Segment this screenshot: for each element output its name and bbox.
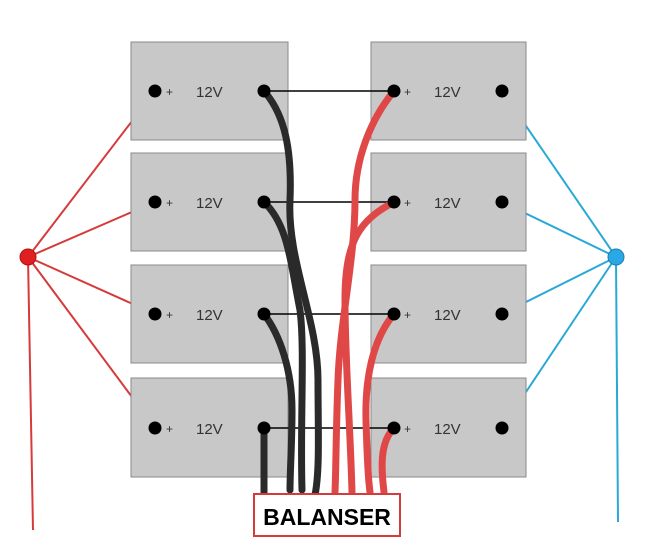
- negative-terminal: [495, 84, 509, 98]
- negative-terminal: [257, 84, 271, 98]
- negative-terminal: [257, 195, 271, 209]
- positive-terminal: [148, 307, 162, 321]
- positive-terminal: [148, 421, 162, 435]
- negative-terminal: [495, 195, 509, 209]
- positive-terminal: [387, 421, 401, 435]
- negative-terminal: [495, 307, 509, 321]
- positive-terminal: [148, 195, 162, 209]
- plus-sign: +: [404, 308, 411, 322]
- battery-voltage-label: 12V: [196, 421, 223, 438]
- negative-terminal: [257, 307, 271, 321]
- black-balance-wires: [260, 87, 322, 499]
- balancer-box: BALANSER: [253, 493, 401, 537]
- battery-voltage-label: 12V: [434, 84, 461, 101]
- battery-voltage-label: 12V: [196, 307, 223, 324]
- battery-voltage-label: 12V: [196, 84, 223, 101]
- battery-voltage-label: 12V: [434, 421, 461, 438]
- terminals: [148, 84, 509, 435]
- negative-terminal: [257, 421, 271, 435]
- battery-voltage-label: 12V: [196, 195, 223, 212]
- positive-terminal: [387, 307, 401, 321]
- battery-voltage-label: 12V: [434, 307, 461, 324]
- plus-sign: +: [404, 422, 411, 436]
- positive-junction-dot: [19, 248, 37, 266]
- positive-terminal: [387, 195, 401, 209]
- series-links: [264, 90, 394, 429]
- plus-sign: +: [166, 422, 173, 436]
- balancer-label: BALANSER: [263, 504, 391, 530]
- red-balance-wires: [331, 87, 398, 496]
- plus-sign: +: [166, 196, 173, 210]
- plus-sign: +: [166, 308, 173, 322]
- plus-sign: +: [404, 196, 411, 210]
- negative-terminal: [495, 421, 509, 435]
- battery-voltage-label: 12V: [434, 195, 461, 212]
- plus-sign: +: [166, 85, 173, 99]
- negative-junction-dot: [607, 248, 625, 266]
- positive-terminal: [387, 84, 401, 98]
- positive-terminal: [148, 84, 162, 98]
- plus-sign: +: [404, 85, 411, 99]
